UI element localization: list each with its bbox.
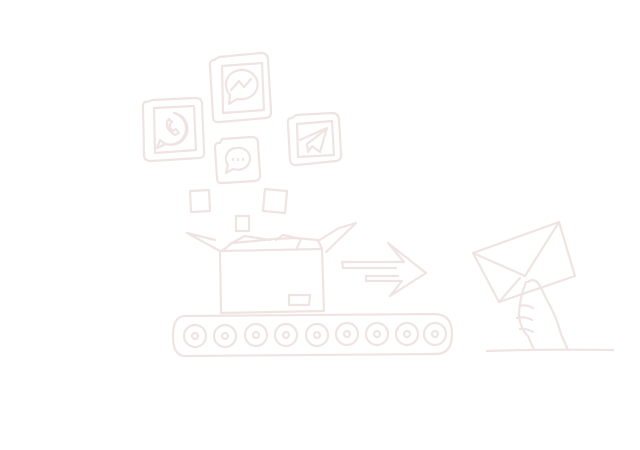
messenger-icon — [208, 51, 273, 124]
arrow-right-icon — [340, 241, 428, 298]
hand-envelope-icon — [471, 220, 615, 353]
message-squares — [188, 187, 289, 233]
conveyor-belt — [171, 312, 454, 358]
chat-bubble-icon — [213, 135, 262, 185]
open-box — [185, 221, 358, 315]
whatsapp-icon — [141, 96, 206, 163]
telegram-icon — [286, 111, 343, 167]
